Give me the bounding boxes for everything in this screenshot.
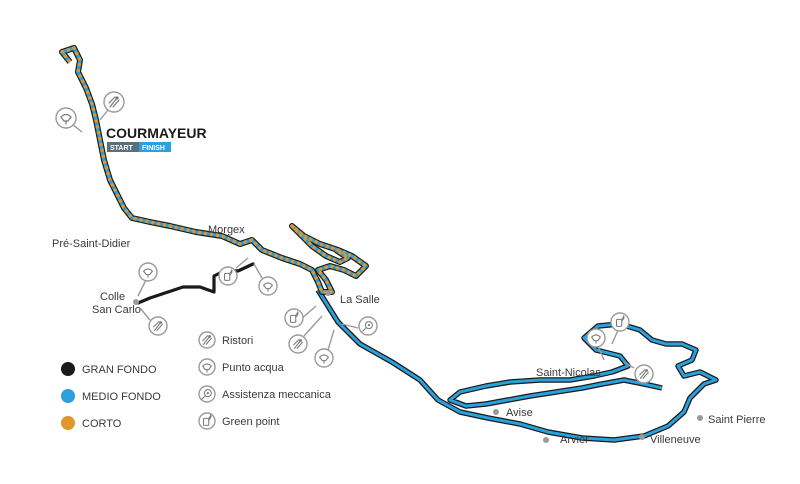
pin-courmayeur-water [55, 107, 83, 133]
legend-corto-label: CORTO [82, 418, 122, 430]
medio-fondo-swatch [61, 389, 75, 403]
medio-fondo-route [315, 288, 719, 443]
legend-water-label: Punto acqua [222, 362, 285, 374]
legend-water: Punto acqua [198, 358, 285, 376]
legend-mechanic-label: Assistenza meccanica [222, 389, 332, 401]
avise-dot [493, 409, 499, 415]
saint-pierre-label: Saint Pierre [708, 414, 765, 426]
legend-ristori-label: Ristori [222, 335, 253, 347]
route-legend: GRAN FONDO MEDIO FONDO CORTO [61, 362, 161, 430]
legend-mechanic: Assistenza meccanica [198, 385, 332, 403]
gran-fondo-swatch [61, 362, 75, 376]
pin-courmayeur-ristori [99, 91, 125, 121]
villeneuve-dot [639, 434, 645, 440]
villeneuve-label: Villeneuve [650, 434, 701, 446]
colle-label-line1: Colle [100, 291, 125, 303]
map-pins [55, 91, 654, 384]
corto-route [59, 45, 369, 295]
la-salle-label: La Salle [340, 294, 380, 306]
legend-gran-fondo: GRAN FONDO [61, 362, 157, 376]
saint-pierre-dot [697, 415, 703, 421]
pin-lasalle-water [314, 329, 335, 368]
legend-green: Green point [198, 412, 279, 430]
arvier-dot [543, 437, 549, 443]
arvier-label: Arvier [560, 434, 589, 446]
pin-lasalle-mechanic [341, 316, 378, 336]
start-badge: START [110, 145, 134, 152]
pin-lasalle-green [284, 305, 317, 328]
finish-badge: FINISH [142, 145, 165, 152]
pin-colle-ristori [139, 307, 168, 336]
legend-gran-fondo-label: GRAN FONDO [82, 364, 157, 376]
pin-morgex-green [218, 257, 249, 286]
avise-label: Avise [506, 407, 533, 419]
morgex-label: Morgex [208, 224, 245, 236]
pin-colle-water [137, 262, 158, 297]
colle-label-line2: San Carlo [92, 304, 141, 316]
corto-swatch [61, 416, 75, 430]
la-salle-dot [325, 290, 331, 296]
start-finish-badge: START FINISH [107, 142, 171, 152]
legend-ristori: Ristori [198, 331, 253, 349]
poi-legend: Ristori Punto acqua Assistenza meccanica… [198, 331, 332, 430]
pin-stnicolas-green [610, 312, 630, 345]
saint-nicolas-label: Saint-Nicolas [536, 367, 601, 379]
legend-corto: CORTO [61, 416, 122, 430]
legend-green-label: Green point [222, 416, 279, 428]
courmayeur-label: COURMAYEUR [106, 125, 207, 141]
legend-medio-fondo: MEDIO FONDO [61, 389, 161, 403]
town-dots [133, 290, 703, 443]
colle-san-carlo-dot [133, 299, 139, 305]
legend-medio-fondo-label: MEDIO FONDO [82, 391, 161, 403]
pin-stnicolas-ristori [623, 361, 654, 384]
pin-stnicolas-water [586, 328, 606, 361]
pin-lasalle-ristori [288, 315, 323, 354]
pre-saint-didier-label: Pré-Saint-Didier [52, 238, 131, 250]
pin-morgex-water [253, 263, 278, 296]
